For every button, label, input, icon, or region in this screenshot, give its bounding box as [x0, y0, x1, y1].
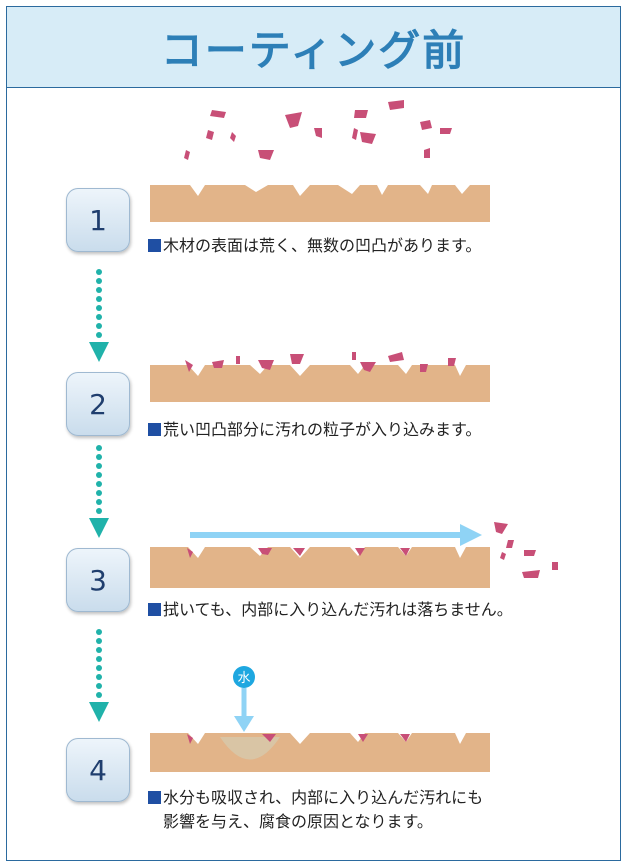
step3-removed-particles — [494, 522, 558, 578]
connector-3-4 — [89, 629, 109, 722]
step1-particles — [184, 100, 452, 160]
step-3-badge: 3 — [66, 548, 130, 612]
step-4-caption: 水分も吸収され、内部に入り込んだ汚れにも 影響を与え、腐食の原因となります。 — [148, 786, 483, 834]
step2-dirt — [185, 352, 456, 372]
step-2-caption: 荒い凹凸部分に汚れの粒子が入り込みます。 — [148, 418, 481, 442]
bullet-square-icon — [148, 603, 161, 616]
title-bar: コーティング前 — [7, 7, 620, 88]
water-arrow-head — [234, 716, 254, 732]
bullet-square-icon — [148, 239, 161, 252]
connector-1-2 — [89, 269, 109, 362]
wipe-arrow-head — [460, 524, 482, 546]
page-title: コーティング前 — [160, 25, 467, 75]
step-1-caption: 木材の表面は荒く、無数の凹凸があります。 — [148, 234, 481, 258]
step3-wood — [150, 547, 490, 588]
step4-wood — [150, 733, 490, 772]
water-drop-icon — [233, 666, 255, 688]
step4-dirt — [187, 734, 410, 744]
step3-dirt — [187, 548, 410, 558]
bullet-square-icon — [148, 791, 161, 804]
step-1-badge: 1 — [66, 188, 130, 252]
step-4-caption-line2: 影響を与え、腐食の原因となります。 — [163, 812, 433, 831]
step-4-caption-line1-text: 水分も吸収され、内部に入り込んだ汚れにも — [163, 788, 484, 807]
step-1-caption-text: 木材の表面は荒く、無数の凹凸があります。 — [163, 236, 482, 255]
step2-wood — [150, 365, 490, 402]
bullet-square-icon — [148, 423, 161, 436]
step-4-badge: 4 — [66, 738, 130, 802]
connector-2-3 — [89, 445, 109, 538]
water-absorbed-area — [220, 737, 280, 760]
water-label: 水 — [237, 671, 250, 686]
step-3-caption: 拭いても、内部に入り込んだ汚れは落ちません。 — [148, 598, 513, 622]
step-4-caption-line1: 水分も吸収され、内部に入り込んだ汚れにも — [148, 786, 483, 810]
step-2-badge: 2 — [66, 372, 130, 436]
step-3-caption-text: 拭いても、内部に入り込んだ汚れは落ちません。 — [163, 600, 513, 619]
step1-wood — [150, 185, 490, 222]
step-2-caption-text: 荒い凹凸部分に汚れの粒子が入り込みます。 — [163, 420, 482, 439]
